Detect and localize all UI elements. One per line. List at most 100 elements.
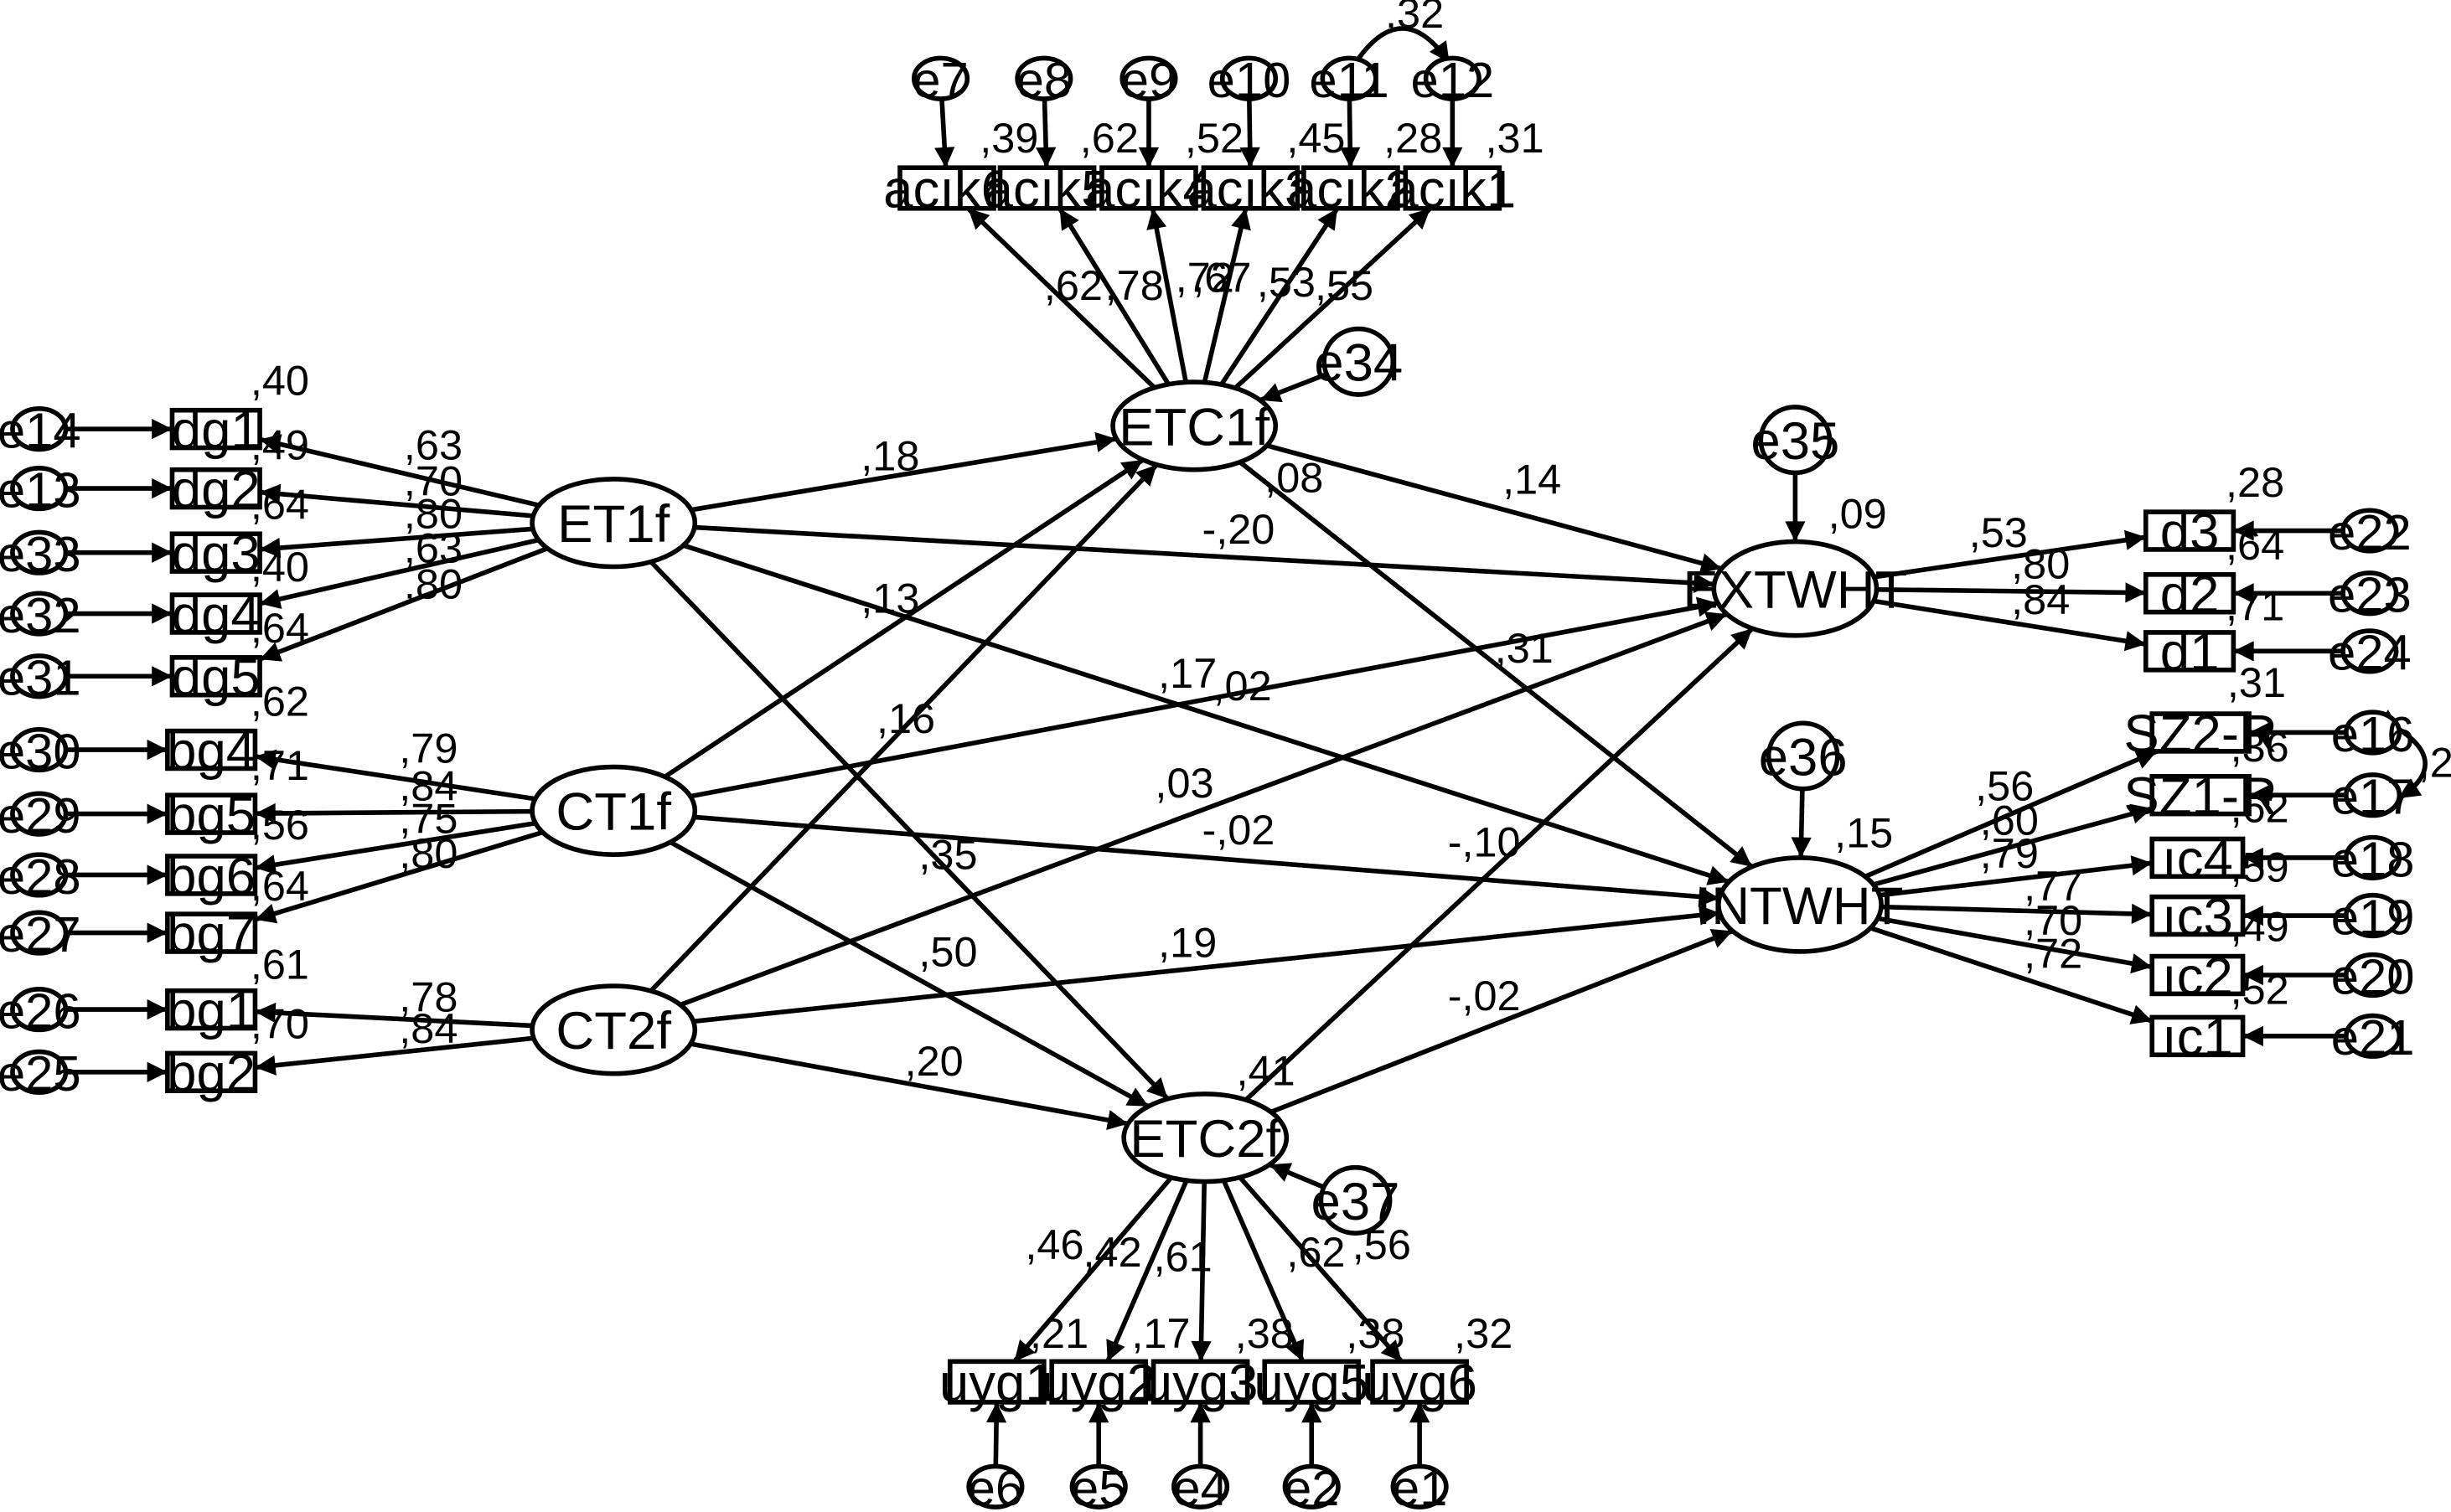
coef-loadings-dg5: ,80 xyxy=(404,560,463,608)
indicator-dg2-label: dg2 xyxy=(172,461,261,519)
indicator-bg7-box xyxy=(165,911,258,954)
path-ETC2f-to-uyg2 xyxy=(1105,1179,1189,1363)
latent-ETC2f-label: ETC2f xyxy=(1130,1110,1280,1169)
coef-r2-d3: ,28 xyxy=(2226,458,2284,506)
latent-CT1f-label: CT1f xyxy=(556,783,671,842)
path-INTWHT-to-ic1 xyxy=(1869,926,2154,1024)
indicator-uyg1-box xyxy=(947,1359,1047,1405)
path-ETC1f-to-acik2 xyxy=(1219,207,1340,386)
coef-r2-bg5: ,71 xyxy=(251,741,309,789)
structural-path-CT2f-to-INTWHT xyxy=(693,905,1720,1024)
coef-r2-acik1: ,31 xyxy=(1486,114,1544,162)
e14-error-term-label: e14 xyxy=(0,402,81,458)
coef-loadings-acik3: ,67 xyxy=(1192,253,1251,301)
path-EXTWHT-to-d3 xyxy=(1874,529,2147,580)
indicator-d1-box xyxy=(2143,630,2236,673)
coef-r2-ETC1f: ,08 xyxy=(1264,454,1323,502)
indicator-acik2-box xyxy=(1301,165,1400,211)
coef-r2-ETC2f: ,41 xyxy=(1237,1046,1295,1094)
e35-error-term-shape xyxy=(1758,405,1833,476)
indicator-d3-box xyxy=(2143,509,2236,552)
coef-r2-dg5: ,64 xyxy=(251,604,309,652)
e5-error-term-shape xyxy=(1069,1463,1128,1509)
coef-r2-bg4: ,62 xyxy=(251,678,309,725)
coef-r2-acik2: ,28 xyxy=(1383,114,1442,162)
coef-structural-ETC1_INT: -,10 xyxy=(1448,818,1521,866)
structural-path-CT1f-to-EXTWHT xyxy=(690,596,1719,799)
path-INTWHT-to-ic2 xyxy=(1877,916,2153,974)
indicator-acik5-label: acık5 xyxy=(984,160,1111,219)
e21-error-term-shape xyxy=(2344,1013,2402,1059)
latent-INTWHT-label: INTWHT xyxy=(1697,877,1904,936)
path-ETC1f-to-acik4 xyxy=(1146,208,1188,383)
latent-CT2f-shape xyxy=(530,983,698,1076)
coef-r2-dg3: ,64 xyxy=(251,480,309,528)
path-INTWHT-to-ic3 xyxy=(1880,903,2153,924)
indicator-bg6-label: bg6 xyxy=(167,847,256,906)
path-e37-to-ETC2f xyxy=(1268,1162,1325,1189)
path-e36-to-INTWHT xyxy=(1791,788,1812,858)
coefficient-labels-layer: ,63,70,80,63,80,40,49,64,40,64,79,84,75,… xyxy=(251,0,2451,1357)
indicator-bg1-box xyxy=(165,988,258,1031)
path-INTWHT-to-ic4 xyxy=(1879,855,2153,898)
latent-CT1f-shape xyxy=(530,764,698,857)
coef-loadings-bg1: ,78 xyxy=(399,973,458,1021)
coef-loadings-uyg5: ,62 xyxy=(1286,1228,1345,1276)
indicator-dg2-box xyxy=(169,467,262,510)
coef-r2-acik3: ,45 xyxy=(1286,114,1345,162)
e9-error-term-shape xyxy=(1119,55,1178,101)
indicator-uyg6-label: uyg6 xyxy=(1362,1354,1477,1412)
path-ET1f-to-dg3 xyxy=(259,526,534,559)
e2-error-term-shape xyxy=(1282,1463,1341,1509)
coef-structural-ET1_EXT: -,20 xyxy=(1202,505,1275,553)
indicator-SZ2-R-label: SZ2-R xyxy=(2123,704,2277,763)
coef-loadings-ic3: ,77 xyxy=(2024,862,2082,910)
coef-r2-dg4: ,40 xyxy=(251,543,309,591)
indicator-ic2-label: ıc2 xyxy=(2162,947,2233,1006)
path-CT1f-to-bg6 xyxy=(255,820,536,875)
e32-error-term-label: e32 xyxy=(0,587,81,643)
indicator-ic3-box xyxy=(2149,894,2246,937)
path-INTWHT-to-sz1 xyxy=(1873,803,2153,887)
coef-r2-uyg3: ,38 xyxy=(1235,1309,1294,1357)
e26-error-term-label: e26 xyxy=(0,983,81,1039)
indicator-dg5-box xyxy=(169,655,262,698)
coef-structural-CT2_EXT: ,03 xyxy=(1155,759,1213,807)
indicator-acik6-label: acık6 xyxy=(883,160,1011,219)
coef-loadings-sz2: ,56 xyxy=(1975,761,2034,809)
indicator-acik2-label: acık2 xyxy=(1287,160,1414,219)
coef-loadings-bg6: ,75 xyxy=(399,795,458,843)
structural-path-ETC2f-to-EXTWHT xyxy=(1244,627,1755,1102)
coef-loadings-uyg6: ,56 xyxy=(1352,1220,1411,1268)
indicator-ic2-box xyxy=(2149,953,2246,997)
e36-error-term-shape xyxy=(1766,720,1840,792)
coef-structural-ET1_INT: ,13 xyxy=(861,574,919,622)
e29-error-term-shape xyxy=(10,791,69,837)
e26-error-term-shape xyxy=(10,987,69,1033)
latent-EXTWHT-shape xyxy=(1711,539,1880,638)
indicator-bg6-box xyxy=(165,854,258,896)
indicator-dg5-label: dg5 xyxy=(172,648,261,707)
coef-loadings-uyg1: ,46 xyxy=(1025,1220,1083,1268)
coef-r2-uyg2: ,17 xyxy=(1131,1309,1190,1357)
path-e8-to-acik5 xyxy=(1036,98,1057,168)
path-ETC2f-to-uyg1 xyxy=(1012,1175,1173,1364)
e30-error-term-shape xyxy=(10,726,69,773)
coef-loadings-uyg2: ,42 xyxy=(1083,1228,1142,1276)
indicator-acik4-label: acık4 xyxy=(1085,160,1213,219)
coef-r2-d2: ,64 xyxy=(2226,521,2284,569)
path-ETC2f-to-uyg5 xyxy=(1221,1179,1306,1363)
coef-covariances-e11_e12: ,32 xyxy=(1385,0,1444,37)
e12-error-term-label: e12 xyxy=(1410,52,1494,108)
path-ETC1f-to-acik6 xyxy=(966,206,1156,390)
indicator-ic1-label: ıc1 xyxy=(2162,1009,2233,1067)
e34-error-term-shape xyxy=(1321,326,1396,397)
indicator-acik1-label: acık1 xyxy=(1388,160,1516,219)
indicator-bg1-label: bg1 xyxy=(167,982,256,1040)
indicator-acik5-box xyxy=(997,165,1097,211)
e17-error-term-label: e17 xyxy=(2331,769,2415,825)
coef-structural-CT1_INT: -,02 xyxy=(1202,806,1275,854)
indicator-bg4-box xyxy=(165,728,258,771)
e10-error-term-shape xyxy=(1219,55,1279,101)
e37-error-term-label: e37 xyxy=(1311,1173,1400,1231)
